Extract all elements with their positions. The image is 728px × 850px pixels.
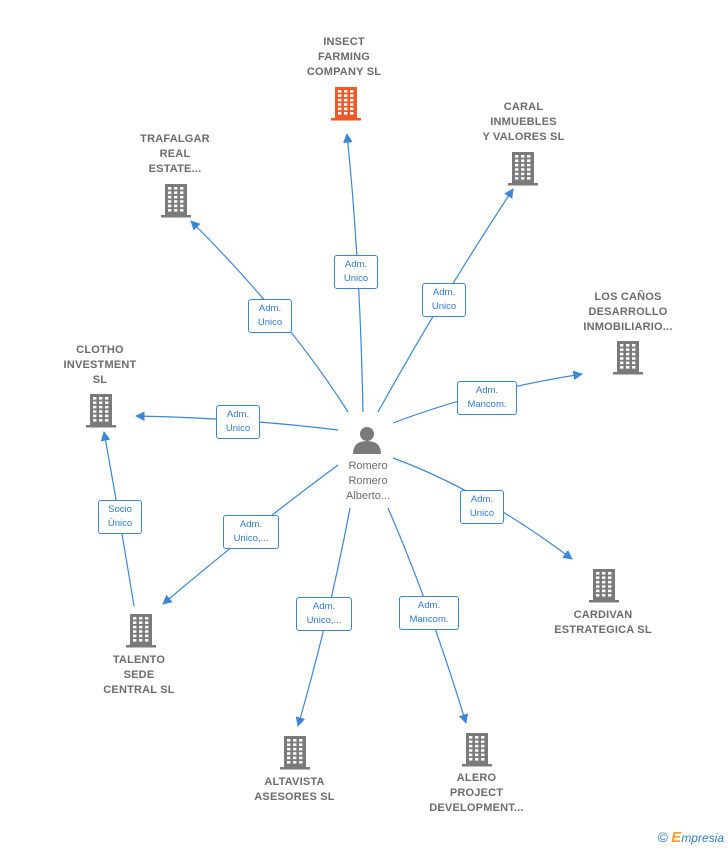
building-icon-insect[interactable]: [331, 87, 361, 121]
building-icon-caral[interactable]: [508, 152, 538, 186]
building-icon-trafalgar[interactable]: [161, 184, 191, 218]
copyright-icon: ©: [657, 829, 668, 845]
footer-brand: © Empresia: [658, 829, 724, 846]
brand-initial: E: [671, 829, 682, 846]
edge-label-clotho[interactable]: Adm. Unico: [216, 405, 260, 439]
brand-name: mpresia: [681, 831, 724, 845]
company-label-altavista[interactable]: ALTAVISTA ASESORES SL: [254, 776, 335, 803]
edge-label-trafalgar[interactable]: Adm. Unico: [248, 299, 292, 333]
edge-label-loscanos[interactable]: Adm. Mancom.: [457, 381, 517, 415]
company-label-loscanos[interactable]: LOS CAÑOS DESARROLLO INMOBILIARIO...: [583, 291, 673, 333]
edge-label-altavista[interactable]: Adm. Unico,...: [296, 597, 352, 631]
edge-label-insect[interactable]: Adm. Unico: [334, 255, 378, 289]
edge-label-caral[interactable]: Adm. Unico: [422, 283, 466, 317]
building-icon-clotho[interactable]: [86, 394, 116, 428]
building-icon-cardivan[interactable]: [589, 569, 619, 603]
building-icon-alero[interactable]: [462, 733, 492, 767]
company-label-trafalgar[interactable]: TRAFALGAR REAL ESTATE...: [140, 133, 210, 175]
company-label-clotho[interactable]: CLOTHO INVESTMENT SL: [63, 344, 137, 386]
center-person-label[interactable]: Romero Romero Alberto...: [345, 460, 391, 502]
person-icon[interactable]: [353, 427, 381, 454]
company-label-talento[interactable]: TALENTO SEDE CENTRAL SL: [103, 654, 175, 696]
company-label-caral[interactable]: CARAL INMUEBLES Y VALORES SL: [482, 101, 565, 143]
edge-label-alero[interactable]: Adm. Mancom.: [399, 596, 459, 630]
edge-label-cardivan[interactable]: Adm. Unico: [460, 490, 504, 524]
company-label-alero[interactable]: ALERO PROJECT DEVELOPMENT...: [429, 772, 524, 814]
company-label-cardivan[interactable]: CARDIVAN ESTRATEGICA SL: [554, 609, 652, 636]
building-icon-loscanos[interactable]: [613, 341, 643, 375]
building-icon-talento[interactable]: [126, 614, 156, 648]
edge-label-clotho[interactable]: Socio Único: [98, 500, 142, 534]
edge-label-talento[interactable]: Adm. Unico,...: [223, 515, 279, 549]
company-label-insect[interactable]: INSECT FARMING COMPANY SL: [306, 36, 382, 78]
building-icon-altavista[interactable]: [280, 736, 310, 770]
